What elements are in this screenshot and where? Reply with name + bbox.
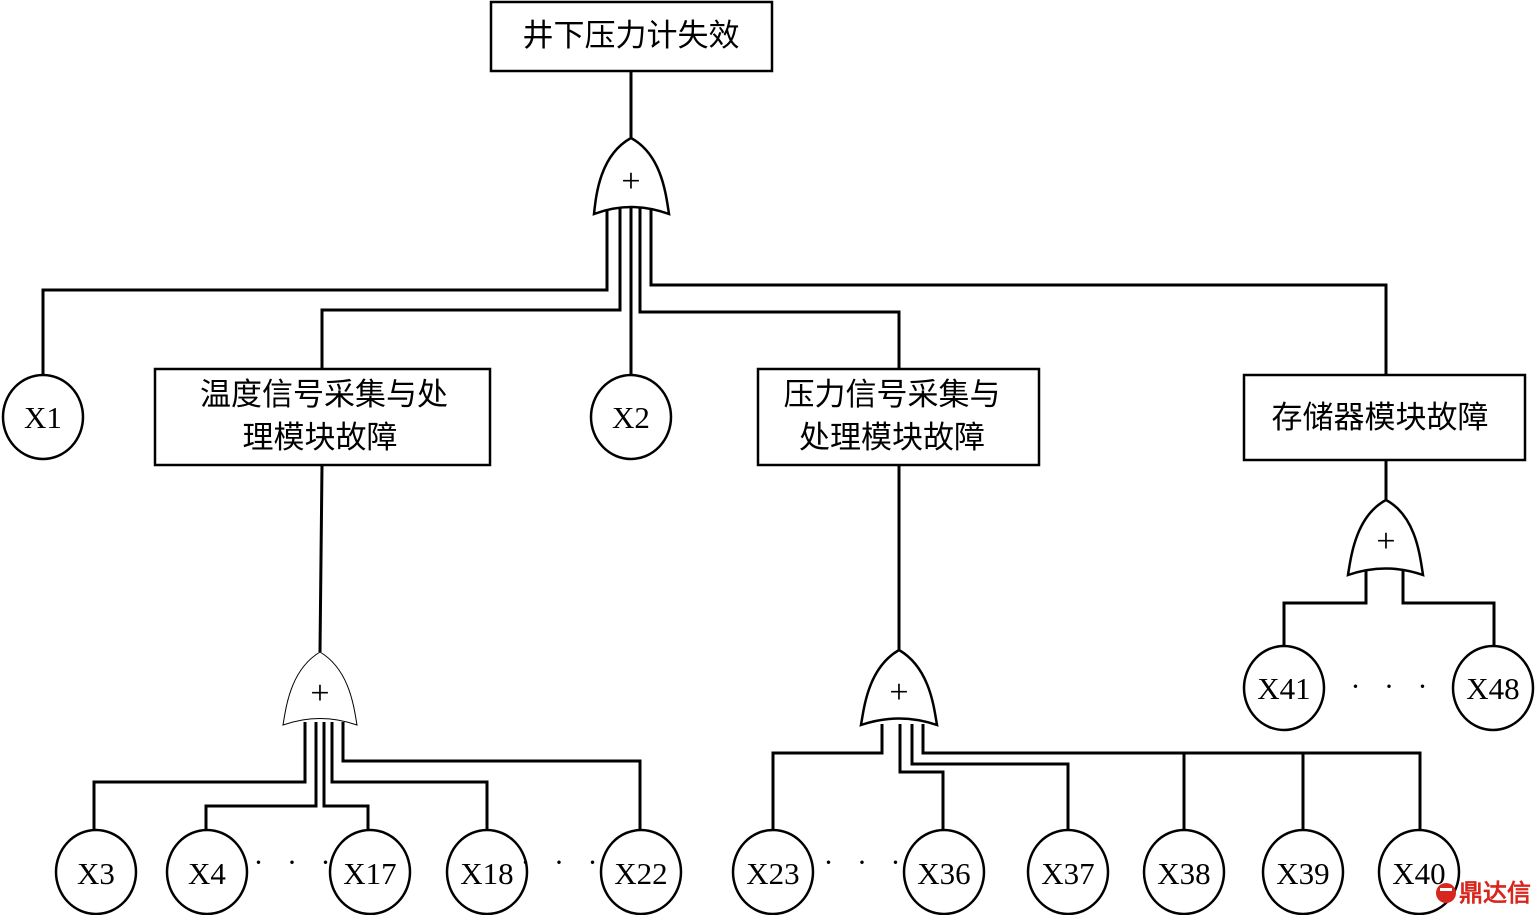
top-event: 井下压力计失效 (489, 0, 774, 73)
intermediate-event-pressure: 压力信号采集与 处理模块故障 (756, 367, 1041, 467)
basic-event-label: X22 (614, 856, 667, 891)
wire-gate-to-x37 (910, 724, 1070, 832)
event-label-line2: 理模块故障 (243, 420, 398, 456)
or-gate-top: + (592, 136, 671, 216)
basic-event-x41: X41 (1242, 644, 1326, 732)
wire-gate-to-x38-x40-bus (921, 724, 1422, 832)
basic-event-label: X4 (188, 856, 226, 891)
basic-event-circle (54, 828, 138, 915)
event-label: 存储器模块故障 (1272, 400, 1489, 436)
basic-event-x1: X1 (1, 373, 85, 461)
or-gate-icon (859, 648, 939, 727)
basic-event-label: X2 (612, 400, 650, 435)
wire-gate-to-x36 (898, 724, 945, 832)
or-gate-storage: + (1346, 498, 1425, 577)
or-gate-icon (282, 651, 358, 726)
basic-event-x48: X48 (1451, 644, 1535, 732)
watermark-text: 鼎达信 (1459, 879, 1531, 907)
basic-event-x4: X4 (165, 828, 249, 915)
watermark: 鼎达信 (1436, 879, 1531, 907)
wire-gate-to-x1 (41, 208, 609, 375)
basic-event-circle (165, 828, 249, 915)
basic-event-x38: X38 (1142, 828, 1226, 915)
wire-gate-to-pressure (638, 208, 901, 370)
basic-event-x23: X23 (731, 828, 815, 915)
basic-event-x3: X3 (54, 828, 138, 915)
basic-event-circle (1261, 828, 1345, 915)
event-box (153, 367, 492, 467)
basic-event-label: X48 (1466, 671, 1519, 706)
intermediate-event-storage: 存储器模块故障 (1242, 373, 1527, 462)
or-gate-icon (1346, 498, 1425, 577)
basic-event-label: X38 (1157, 856, 1210, 891)
ellipsis: · · · (1351, 670, 1436, 703)
basic-event-x37: X37 (1026, 828, 1110, 915)
basic-event-x39: X39 (1261, 828, 1345, 915)
event-box (756, 367, 1041, 467)
basic-event-circle (731, 828, 815, 915)
or-gate-icon (592, 136, 671, 216)
basic-event-x2: X2 (589, 373, 673, 461)
basic-event-label: X18 (460, 856, 513, 891)
watermark-logo-icon (1436, 883, 1456, 903)
basic-event-circle (902, 828, 986, 915)
top-event-label: 井下压力计失效 (523, 18, 740, 54)
ellipsis: · · · (254, 846, 339, 879)
connection-wires (41, 72, 1496, 832)
basic-event-label: X36 (917, 856, 970, 891)
basic-event-circle (1451, 644, 1535, 732)
or-gate-symbol: + (621, 163, 640, 200)
wire-gate-to-x4 (204, 722, 318, 832)
basic-event-label: X23 (746, 856, 799, 891)
basic-event-circle (589, 373, 673, 461)
wire-gate-to-x3 (92, 722, 307, 832)
basic-event-x22: X22 (599, 828, 683, 915)
basic-event-x18: X18 (445, 828, 529, 915)
basic-event-circle (445, 828, 529, 915)
basic-event-label: X1 (24, 400, 62, 435)
ellipsis: · · · (521, 846, 606, 879)
wire-gate-to-x41 (1282, 570, 1368, 647)
wire-gate-to-storage (649, 208, 1388, 375)
basic-event-x36: X36 (902, 828, 986, 915)
basic-event-label: X41 (1257, 671, 1310, 706)
or-gate-symbol: + (1376, 523, 1395, 560)
basic-event-circle (1142, 828, 1226, 915)
event-label-line2: 处理模块故障 (799, 420, 985, 456)
watermark-logo-detail (1440, 888, 1452, 891)
basic-event-circle (599, 828, 683, 915)
wire-gate-to-x48 (1401, 570, 1496, 647)
event-label-line1: 压力信号采集与 (784, 377, 1001, 413)
wire-gate-to-x22 (341, 722, 642, 832)
intermediate-event-temperature: 温度信号采集与处 理模块故障 (153, 367, 492, 467)
or-gate-temperature: + (282, 651, 358, 726)
top-event-box (489, 0, 774, 73)
basic-event-label: X40 (1392, 856, 1445, 891)
wire-gate-to-temperature (320, 208, 622, 370)
basic-event-label: X3 (77, 856, 115, 891)
or-gate-pressure: + (859, 648, 939, 727)
basic-event-circle (328, 828, 412, 915)
basic-event-circle (1242, 644, 1326, 732)
wire-temperature-to-gate (318, 464, 324, 653)
basic-event-circle (1026, 828, 1110, 915)
wire-gate-to-x23 (771, 724, 884, 832)
basic-event-x17: X17 (328, 828, 412, 915)
basic-event-label: X17 (343, 856, 396, 891)
or-gate-symbol: + (889, 674, 908, 711)
basic-event-circle (1, 373, 85, 461)
wire-gate-to-x18 (330, 722, 489, 832)
event-box (1242, 373, 1527, 462)
ellipsis: · · · (824, 846, 909, 879)
event-label-line1: 温度信号采集与处 (200, 377, 448, 413)
basic-event-label: X37 (1041, 856, 1094, 891)
wire-gate-to-x17 (322, 722, 370, 832)
or-gate-symbol: + (310, 675, 329, 712)
basic-event-label: X39 (1276, 856, 1329, 891)
